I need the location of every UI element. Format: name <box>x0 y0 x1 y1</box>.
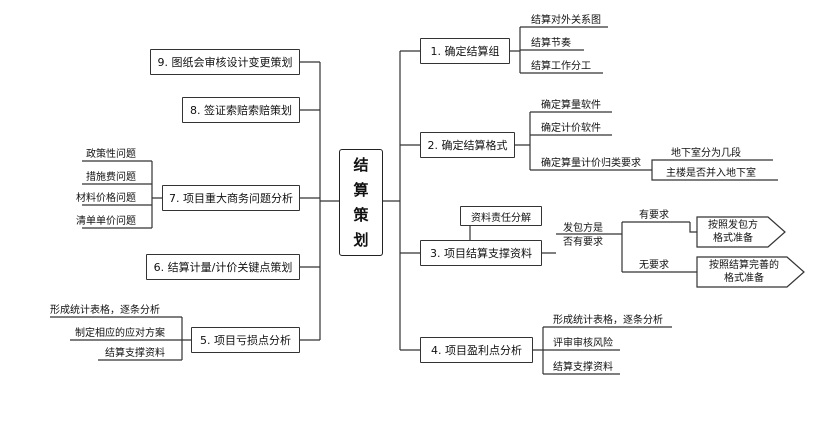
connector <box>520 26 608 74</box>
branch-4-node: 4. 项目盈利点分析 <box>420 337 533 363</box>
leaf-text: 结算对外关系图 <box>531 15 601 26</box>
branch-label: 1. 确定结算组 <box>430 45 500 58</box>
connector <box>181 317 191 360</box>
result-line: 格式准备 <box>713 233 753 244</box>
branch-label: 5. 项目亏损点分析 <box>200 334 291 347</box>
leaf-text: 清单单价问题 <box>76 216 136 227</box>
leaf-text: 结算支撑资料 <box>553 362 613 373</box>
leaf-text: 材料价格问题 <box>76 193 136 204</box>
callout-text: 资料责任分解 <box>471 212 531 224</box>
arrow-shape <box>696 216 786 248</box>
callout-box: 资料责任分解 <box>460 206 542 226</box>
leaf-text: 确定算量软件 <box>541 100 601 111</box>
connector <box>530 111 652 171</box>
result-line: 按照发包方 <box>708 220 758 231</box>
branch-8-node: 8. 签证索赔索赔策划 <box>182 97 300 123</box>
branch-5-node: 5. 项目亏损点分析 <box>191 327 300 353</box>
option-label: 有要求 <box>639 210 669 221</box>
leaf-text: 确定算量计价归类要求 <box>541 158 641 169</box>
leaf-text: 形成统计表格，逐条分析 <box>553 315 663 326</box>
question-line: 发包方是 <box>563 223 603 234</box>
result-line: 格式准备 <box>724 273 764 284</box>
center-topic: 结 算 策 划 <box>339 149 383 256</box>
connector <box>82 160 152 229</box>
branch-label: 4. 项目盈利点分析 <box>431 344 522 357</box>
result-line: 按照结算完善的 <box>709 260 779 271</box>
center-char: 结 <box>353 155 369 174</box>
branch-label: 2. 确定结算格式 <box>427 139 508 152</box>
option-label: 无要求 <box>639 260 669 271</box>
leaf-text: 措施费问题 <box>86 172 136 183</box>
connector <box>622 221 690 273</box>
connector <box>510 27 521 73</box>
question-line: 否有要求 <box>563 237 603 248</box>
leaf-text: 评审审核风险 <box>553 338 613 349</box>
leaf-text: 结算工作分工 <box>531 61 591 72</box>
center-char: 划 <box>353 230 369 249</box>
connector <box>651 159 660 181</box>
branch-1-node: 1. 确定结算组 <box>420 38 510 64</box>
branch-label: 9. 图纸会审核设计变更策划 <box>157 56 293 69</box>
option-result: 按照结算完善的 格式准备 <box>700 259 788 285</box>
arrow-shape <box>696 256 805 288</box>
leaf-text: 确定计价软件 <box>541 123 601 134</box>
branch-2-node: 2. 确定结算格式 <box>420 132 515 158</box>
leaf-text: 形成统计表格，逐条分析 <box>50 305 160 316</box>
option-result: 按照发包方 格式准备 <box>700 219 766 245</box>
branch-label: 6. 结算计量/计价关键点策划 <box>153 261 293 274</box>
leaf-text: 结算节奏 <box>531 38 571 49</box>
center-char: 算 <box>353 180 369 199</box>
center-char: 策 <box>353 205 369 224</box>
connector <box>50 316 182 361</box>
leaf-text: 结算支撑资料 <box>105 348 165 359</box>
branch-9-node: 9. 图纸会审核设计变更策划 <box>150 49 300 75</box>
branch-label: 8. 签证索赔索赔策划 <box>190 104 292 117</box>
branch-7-node: 7. 项目重大商务问题分析 <box>162 185 300 211</box>
leaf-text: 制定相应的应对方案 <box>75 328 165 339</box>
branch-label: 3. 项目结算支撑资料 <box>430 247 532 260</box>
connector <box>660 159 778 181</box>
branch-6-node: 6. 结算计量/计价关键点策划 <box>146 254 300 280</box>
leaf-text: 政策性问题 <box>86 149 136 160</box>
connector <box>515 112 531 170</box>
branch-label: 7. 项目重大商务问题分析 <box>169 192 293 205</box>
leaf-text: 主楼是否并入地下室 <box>666 168 756 179</box>
branch-3-node: 3. 项目结算支撑资料 <box>420 240 542 266</box>
connector <box>612 222 623 272</box>
connector <box>533 327 544 374</box>
connector <box>543 326 672 375</box>
connector <box>542 233 612 254</box>
leaf-text: 地下室分为几段 <box>671 148 741 159</box>
